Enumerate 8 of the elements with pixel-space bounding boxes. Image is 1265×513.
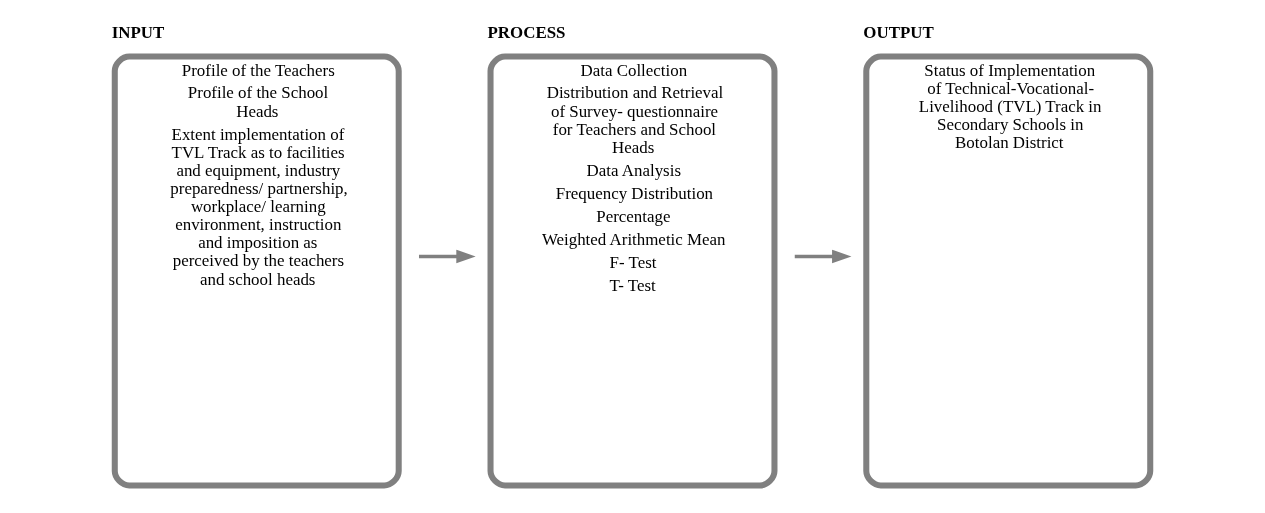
arrow: [419, 249, 476, 264]
node-box: Profile of the Teachers Profile of the School Heads Extent implementation of TVL Track as to facilities and equipment, industry preparedness/ partnership, workplace/ learning environment, instruction and imposition as perceived by the teachers and school heads: [111, 53, 402, 489]
arrow: [794, 249, 852, 264]
node-label: OUTPUT: [863, 23, 934, 43]
node-box: Status of Implementation of Technical-Vocational-Livelihood (TVL) Track in Secondary Schools in Botolan District: [863, 53, 1154, 489]
node-box: Data Collection Distribution and Retrieval of Survey- questionnaire for Teachers and School Heads Data Analysis Frequency Distribution Percentage Weighted Arithmetic Mean F- Test T- Test: [487, 53, 778, 489]
node-label: PROCESS: [487, 23, 566, 43]
node-label: INPUT: [111, 23, 165, 43]
